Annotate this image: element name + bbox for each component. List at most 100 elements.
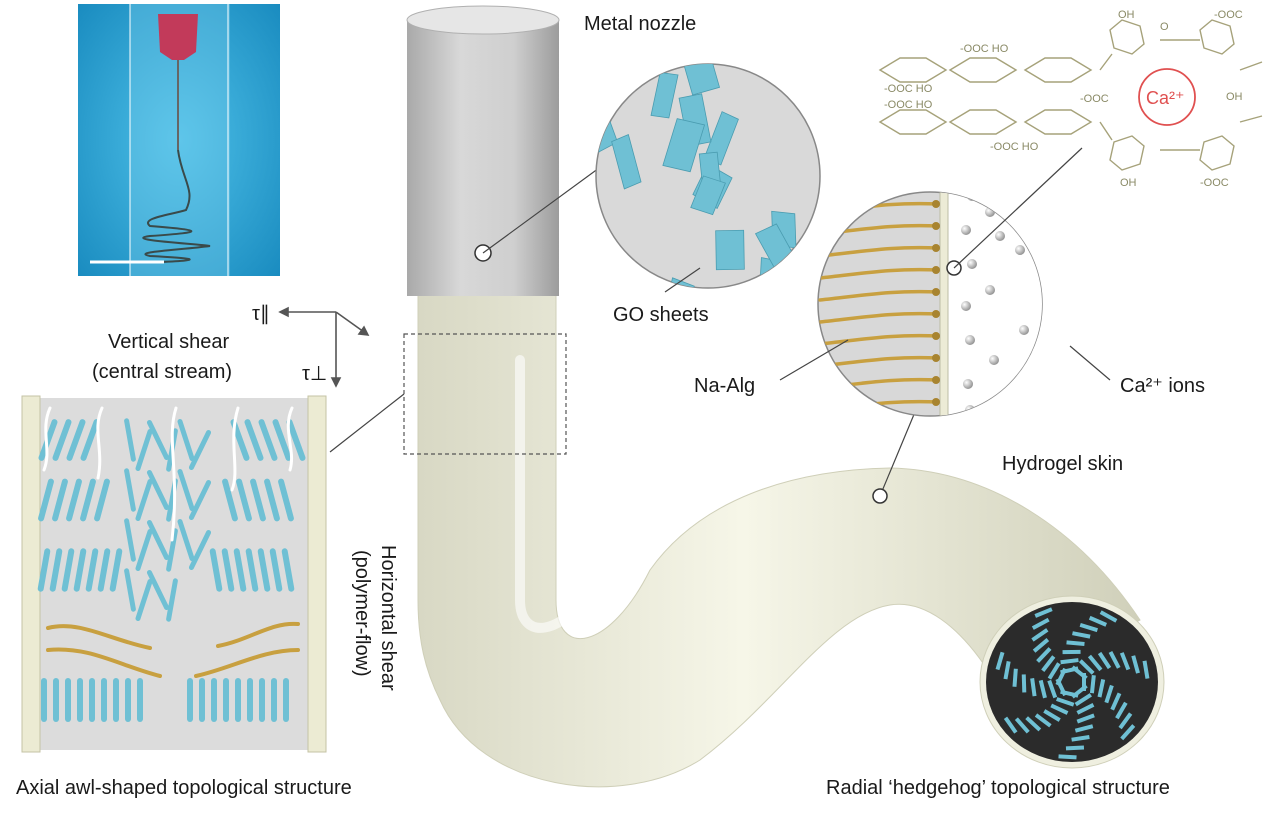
ca-ion-ball [985,207,995,217]
label-vertical-shear-1: Vertical shear [108,331,230,353]
fiber-body [417,291,1141,788]
awl-sheet [38,419,58,461]
alginate-zoom [817,191,1043,417]
ca-ion-ball [995,231,1005,241]
awl-sheet [188,479,212,521]
skin-marker [872,488,888,504]
alg-chain-head [932,200,940,208]
chem-oh-1: OH [1118,9,1135,21]
awl-sheet [258,419,278,461]
go-sheet [650,71,679,119]
ca-ion-ball [1035,205,1042,215]
hedgehog-go-sheets [995,607,1150,760]
awl-sheet [135,428,153,472]
hedgehog-sheet [1031,617,1050,630]
go-sheet [661,277,695,288]
awl-sheet [247,678,253,722]
go-sheet [758,304,791,355]
awl-sheet [38,478,54,522]
fiber [417,291,1141,788]
awl-sheet [41,678,47,722]
awl-sheet [199,678,205,722]
ca-ion-ball [963,379,973,389]
awl-sheet [135,478,153,522]
awl-sheet [124,568,136,612]
awl-sheet [137,678,143,722]
awl-sheet [77,678,83,722]
awl-sheet [146,569,170,611]
ca-ion-ball [989,355,999,365]
awl-sheet [272,419,292,461]
label-go-sheets: GO sheets [613,304,709,326]
hedgehog-sheet [1074,724,1094,733]
hedgehog-sheet [1120,724,1136,741]
leader-chem [953,147,1083,269]
alg-strand-3 [216,621,300,648]
hedgehog-sheet [1065,745,1085,751]
hedgehog-sheet [1110,692,1122,711]
awl-sheet [223,678,229,722]
alg-chain [818,245,940,258]
hedgehog-sheet [1021,674,1027,693]
awl-sheet [177,418,195,462]
chem-cooh-2: -OOC HO [884,83,933,95]
awl-sheet [66,478,82,522]
metal-nozzle [406,5,560,296]
label-vertical-shear-2: (central stream) [92,361,232,383]
go-sheet [690,175,726,216]
awl-sheet [269,548,283,592]
hedgehog-sheet [1088,615,1108,627]
alg-strand-2 [46,647,162,678]
awl-sheet [135,578,153,622]
awl-sheet [166,528,178,572]
go-sheet [773,275,810,288]
awl-sheet [97,548,111,592]
awl-sheet [124,468,136,512]
diag-arrow [335,311,365,333]
awl-sheet [146,419,170,461]
awl-sheet [281,548,295,592]
chem-coo-3: -OOC [1200,177,1229,189]
white-strands [42,406,294,542]
go-sheet [662,118,706,173]
fiber-cross-section [979,595,1165,769]
hedgehog-sheet [1099,610,1118,623]
hedgehog-sheet [1062,649,1081,655]
awl-sheet [125,678,131,722]
hedgehog-sheet [1032,638,1050,653]
alg-chain-head [932,266,940,274]
alg-chain-head [932,244,940,252]
ring-2c [1023,109,1093,135]
ring-1c [1023,57,1093,83]
awl-panel [21,395,327,753]
chem-oh-2: OH [1120,177,1137,189]
ca-ion-ball [991,397,1001,407]
awl-sheet [235,678,241,722]
caption-right: Radial ‘hedgehog’ topological structure [826,777,1170,799]
awl-sheet [52,478,68,522]
diag-head [357,325,370,336]
awl-sheet [94,478,110,522]
hedgehog-sheet [1058,754,1077,760]
label-horizontal-shear-1: Horizontal shear [377,545,399,691]
awl-sheet [124,518,136,562]
hedgehog-sheet [1097,679,1106,698]
hedgehog-sheet [1031,628,1049,642]
alg-chain-head [932,288,940,296]
alg-chain-head [932,332,940,340]
hedgehog-sheet [1115,701,1128,720]
awl-sheet [257,548,271,592]
hedgehog-sheet [1104,684,1114,704]
hedgehog-sheet [1066,640,1085,646]
alg-chain-head [932,222,940,230]
hedgehog-sheet [1097,651,1112,670]
hedgehog-sheet [1089,675,1096,694]
ring-2b [948,109,1018,135]
leader-box-panel [329,393,405,453]
awl-sheet [211,678,217,722]
go-sheet [596,64,604,107]
nozzle-top [406,5,560,35]
alg-chain-head [932,354,940,362]
hedgehog-sheet [1071,735,1090,742]
